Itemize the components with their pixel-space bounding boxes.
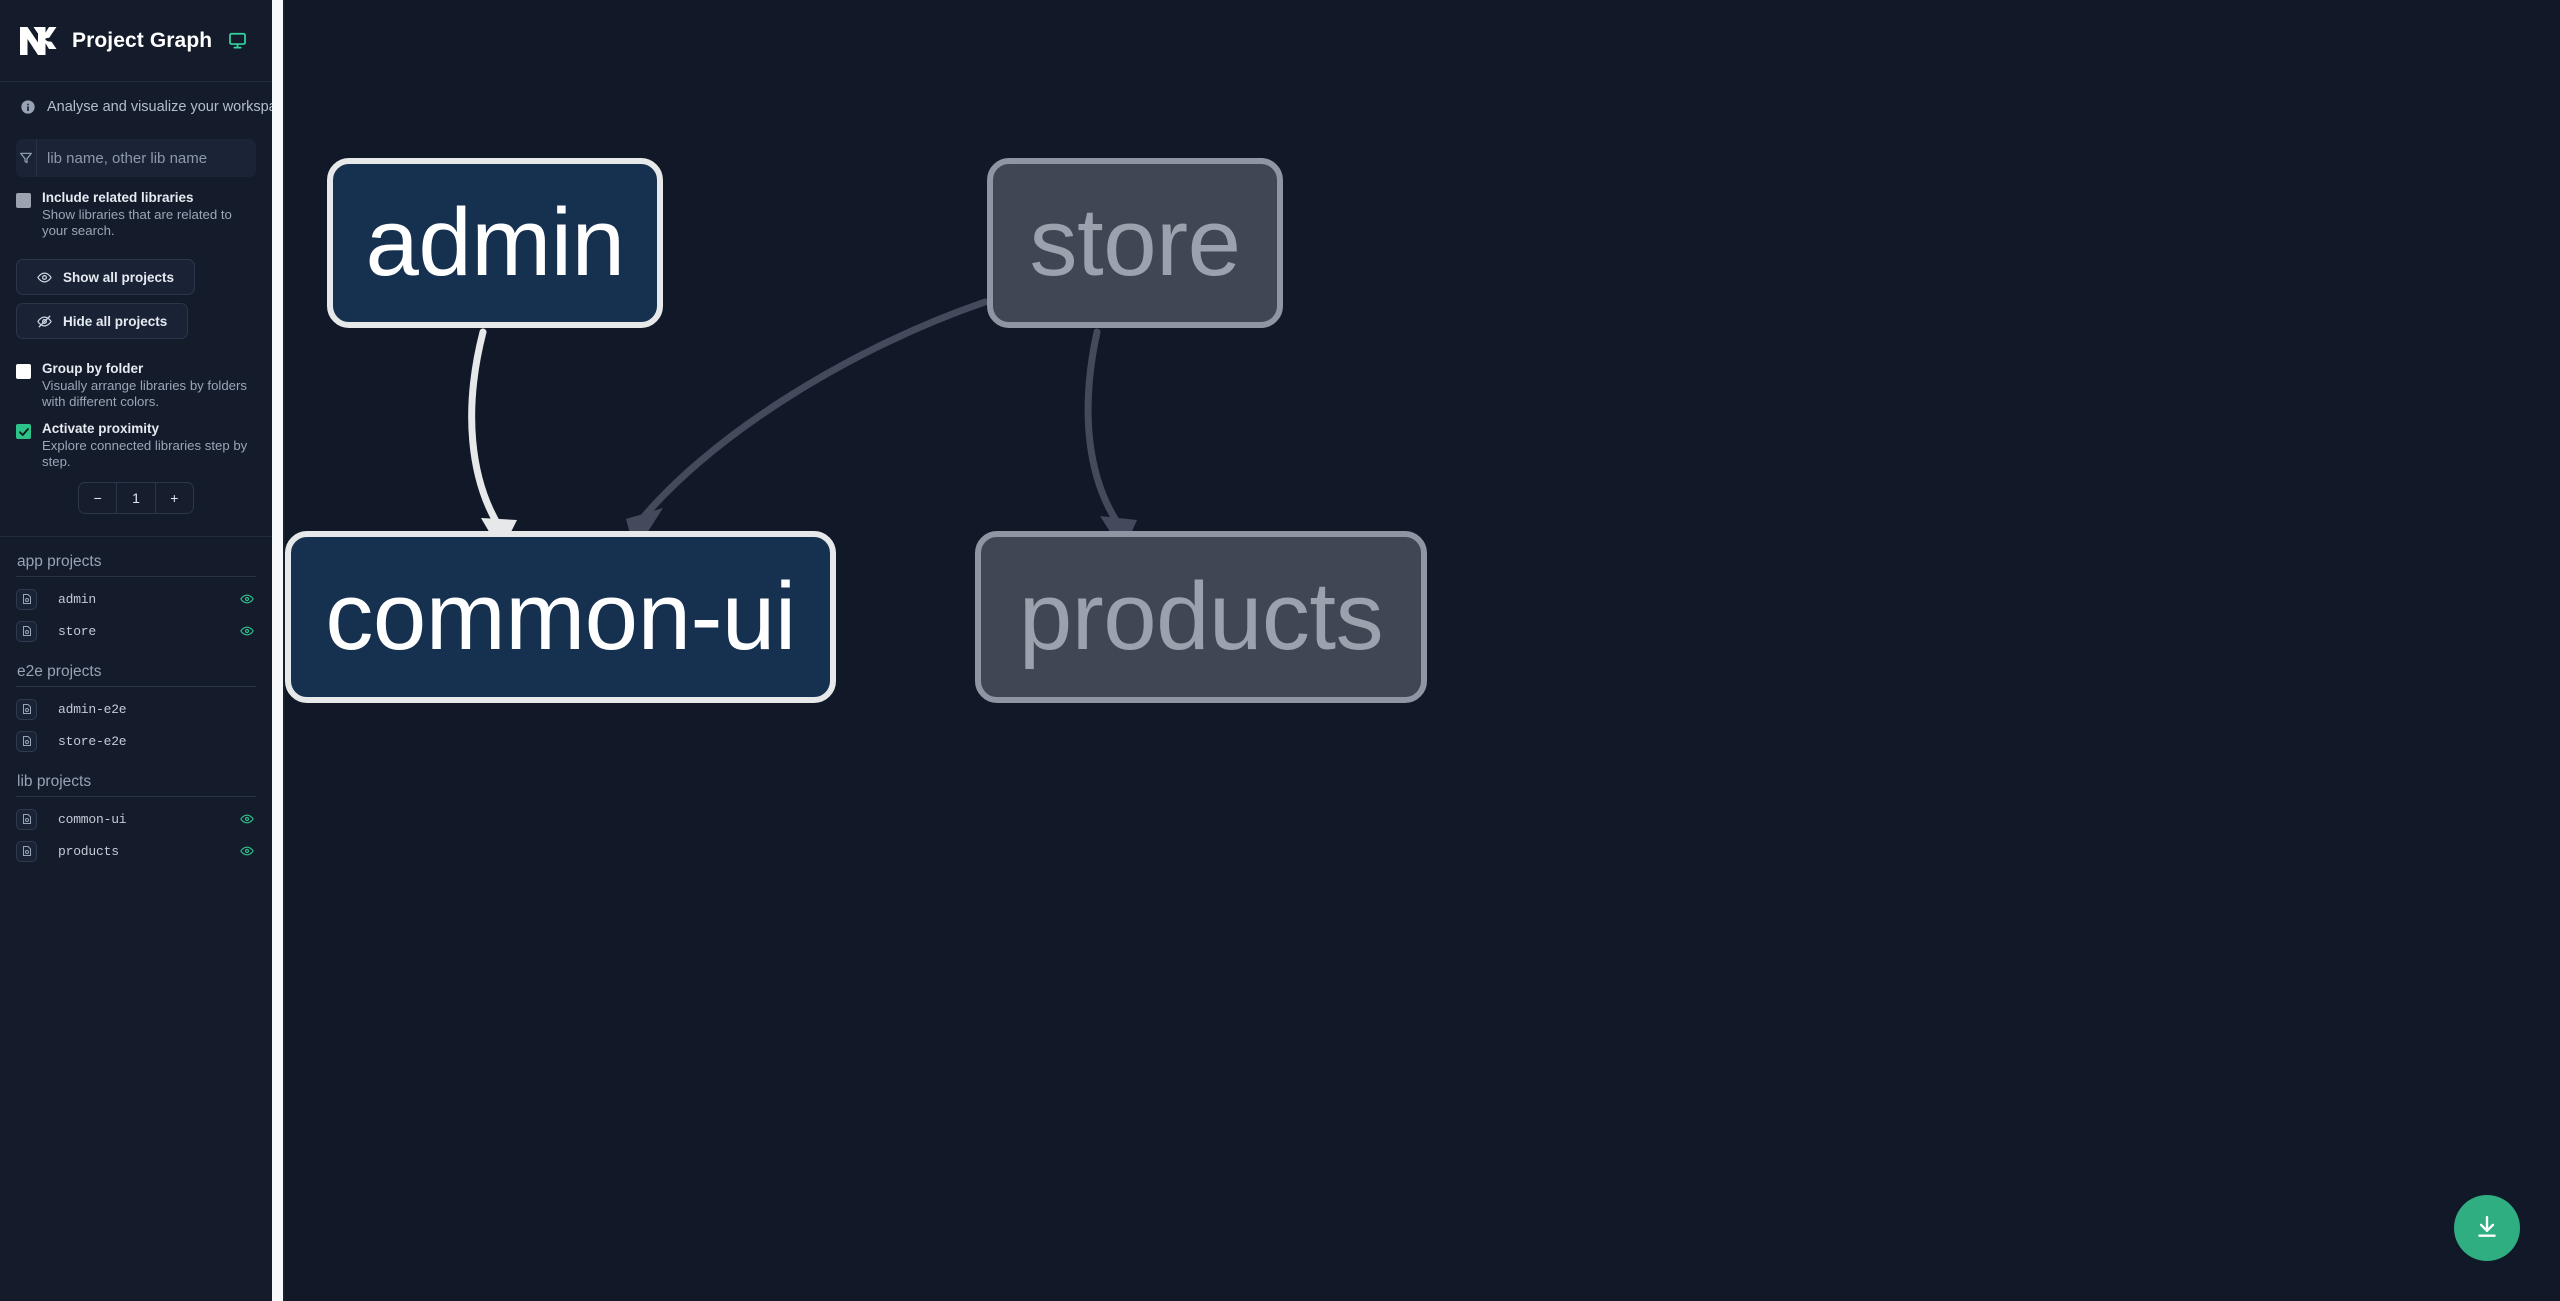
project-visibility-eye-icon[interactable] [238,592,256,606]
search-bar [16,139,256,177]
proximity-value: 1 [116,483,156,513]
sidebar-resize-handle[interactable] [272,0,285,1301]
list-item[interactable]: admin-e2e [16,693,256,725]
node-label: admin [365,189,625,296]
project-name: store-e2e [58,733,127,749]
sidebar-divider [0,536,272,537]
group-title: app projects [17,553,102,570]
search-input[interactable] [37,139,256,177]
project-group-app: app projects admin store [0,537,272,647]
graph-node-admin[interactable]: admin [327,158,663,328]
hide-all-projects-label: Hide all projects [63,313,168,329]
edge-store-to-common-ui [626,298,989,552]
nx-project-icon [16,698,37,720]
group-title: lib projects [17,773,92,790]
project-visibility-eye-icon[interactable] [238,844,256,858]
option-activate-proximity[interactable]: Activate proximity Explore connected lib… [0,410,272,470]
node-label: common-ui [325,563,796,670]
project-group-e2e: e2e projects admin-e2e store-e2e [0,647,272,757]
checkbox-group-by-folder[interactable] [16,364,31,379]
nx-project-icon [16,620,37,642]
nx-project-icon [16,808,37,830]
project-name: store [58,623,97,639]
project-visibility-eye-icon[interactable] [238,624,256,638]
graph-node-products[interactable]: products [975,531,1427,703]
option-description: Show libraries that are related to your … [42,207,232,238]
nx-logo [14,15,66,67]
node-label: store [1029,189,1241,296]
group-rule [16,686,256,687]
list-item[interactable]: store-e2e [16,725,256,757]
checkbox-include-related-libraries[interactable] [16,193,31,208]
project-name: admin-e2e [58,701,127,717]
show-all-projects-button[interactable]: Show all projects [16,259,196,295]
option-label: Include related libraries [42,190,194,205]
nx-project-icon [16,840,37,862]
option-label: Activate proximity [42,421,160,436]
list-item[interactable]: store [16,615,256,647]
graph-node-store[interactable]: store [987,158,1283,328]
graph-canvas[interactable]: admin store common-ui products [285,0,2560,1301]
project-name: products [58,843,119,859]
group-rule [16,796,256,797]
proximity-decrement-button[interactable]: − [93,490,102,506]
edge-admin-to-common-ui [468,328,517,552]
group-rule [16,576,256,577]
page-title: Project Graph [72,28,213,52]
project-name: admin [58,591,97,607]
eye-icon [37,270,52,285]
filter-icon [16,139,37,177]
graph-node-common-ui[interactable]: common-ui [285,531,836,703]
nx-project-icon [16,730,37,752]
option-group-by-folder[interactable]: Group by folder Visually arrange librari… [0,339,272,410]
checkbox-activate-proximity[interactable] [16,424,31,439]
hide-all-projects-button[interactable]: Hide all projects [16,303,189,339]
sidebar-header: Project Graph [0,0,272,82]
eye-off-icon [37,314,52,329]
option-include-related-libraries[interactable]: Include related libraries Show libraries… [0,177,272,239]
monitor-icon[interactable] [228,31,247,50]
proximity-stepper: − 1 + [78,482,194,514]
sidebar: Project Graph Analyse and visualize your… [0,0,272,1301]
option-description: Visually arrange libraries by folders wi… [42,378,247,409]
group-title: e2e projects [17,663,102,680]
download-icon [2474,1214,2500,1243]
info-icon [20,99,36,115]
nx-project-icon [16,588,37,610]
edge-store-to-products [1084,328,1137,552]
project-name: common-ui [58,811,127,827]
option-label: Group by folder [42,361,144,376]
list-item[interactable]: common-ui [16,803,256,835]
project-group-lib: lib projects common-ui products [0,757,272,867]
node-label: products [1018,563,1384,670]
option-description: Explore connected libraries step by step… [42,438,248,469]
tagline-row: Analyse and visualize your workspace. [0,82,272,131]
list-item[interactable]: admin [16,583,256,615]
proximity-increment-button[interactable]: + [170,490,179,506]
project-visibility-eye-icon[interactable] [238,812,256,826]
show-all-projects-label: Show all projects [63,269,175,285]
tagline-text: Analyse and visualize your workspace. [47,99,272,115]
list-item[interactable]: products [16,835,256,867]
download-graph-button[interactable] [2454,1195,2520,1261]
